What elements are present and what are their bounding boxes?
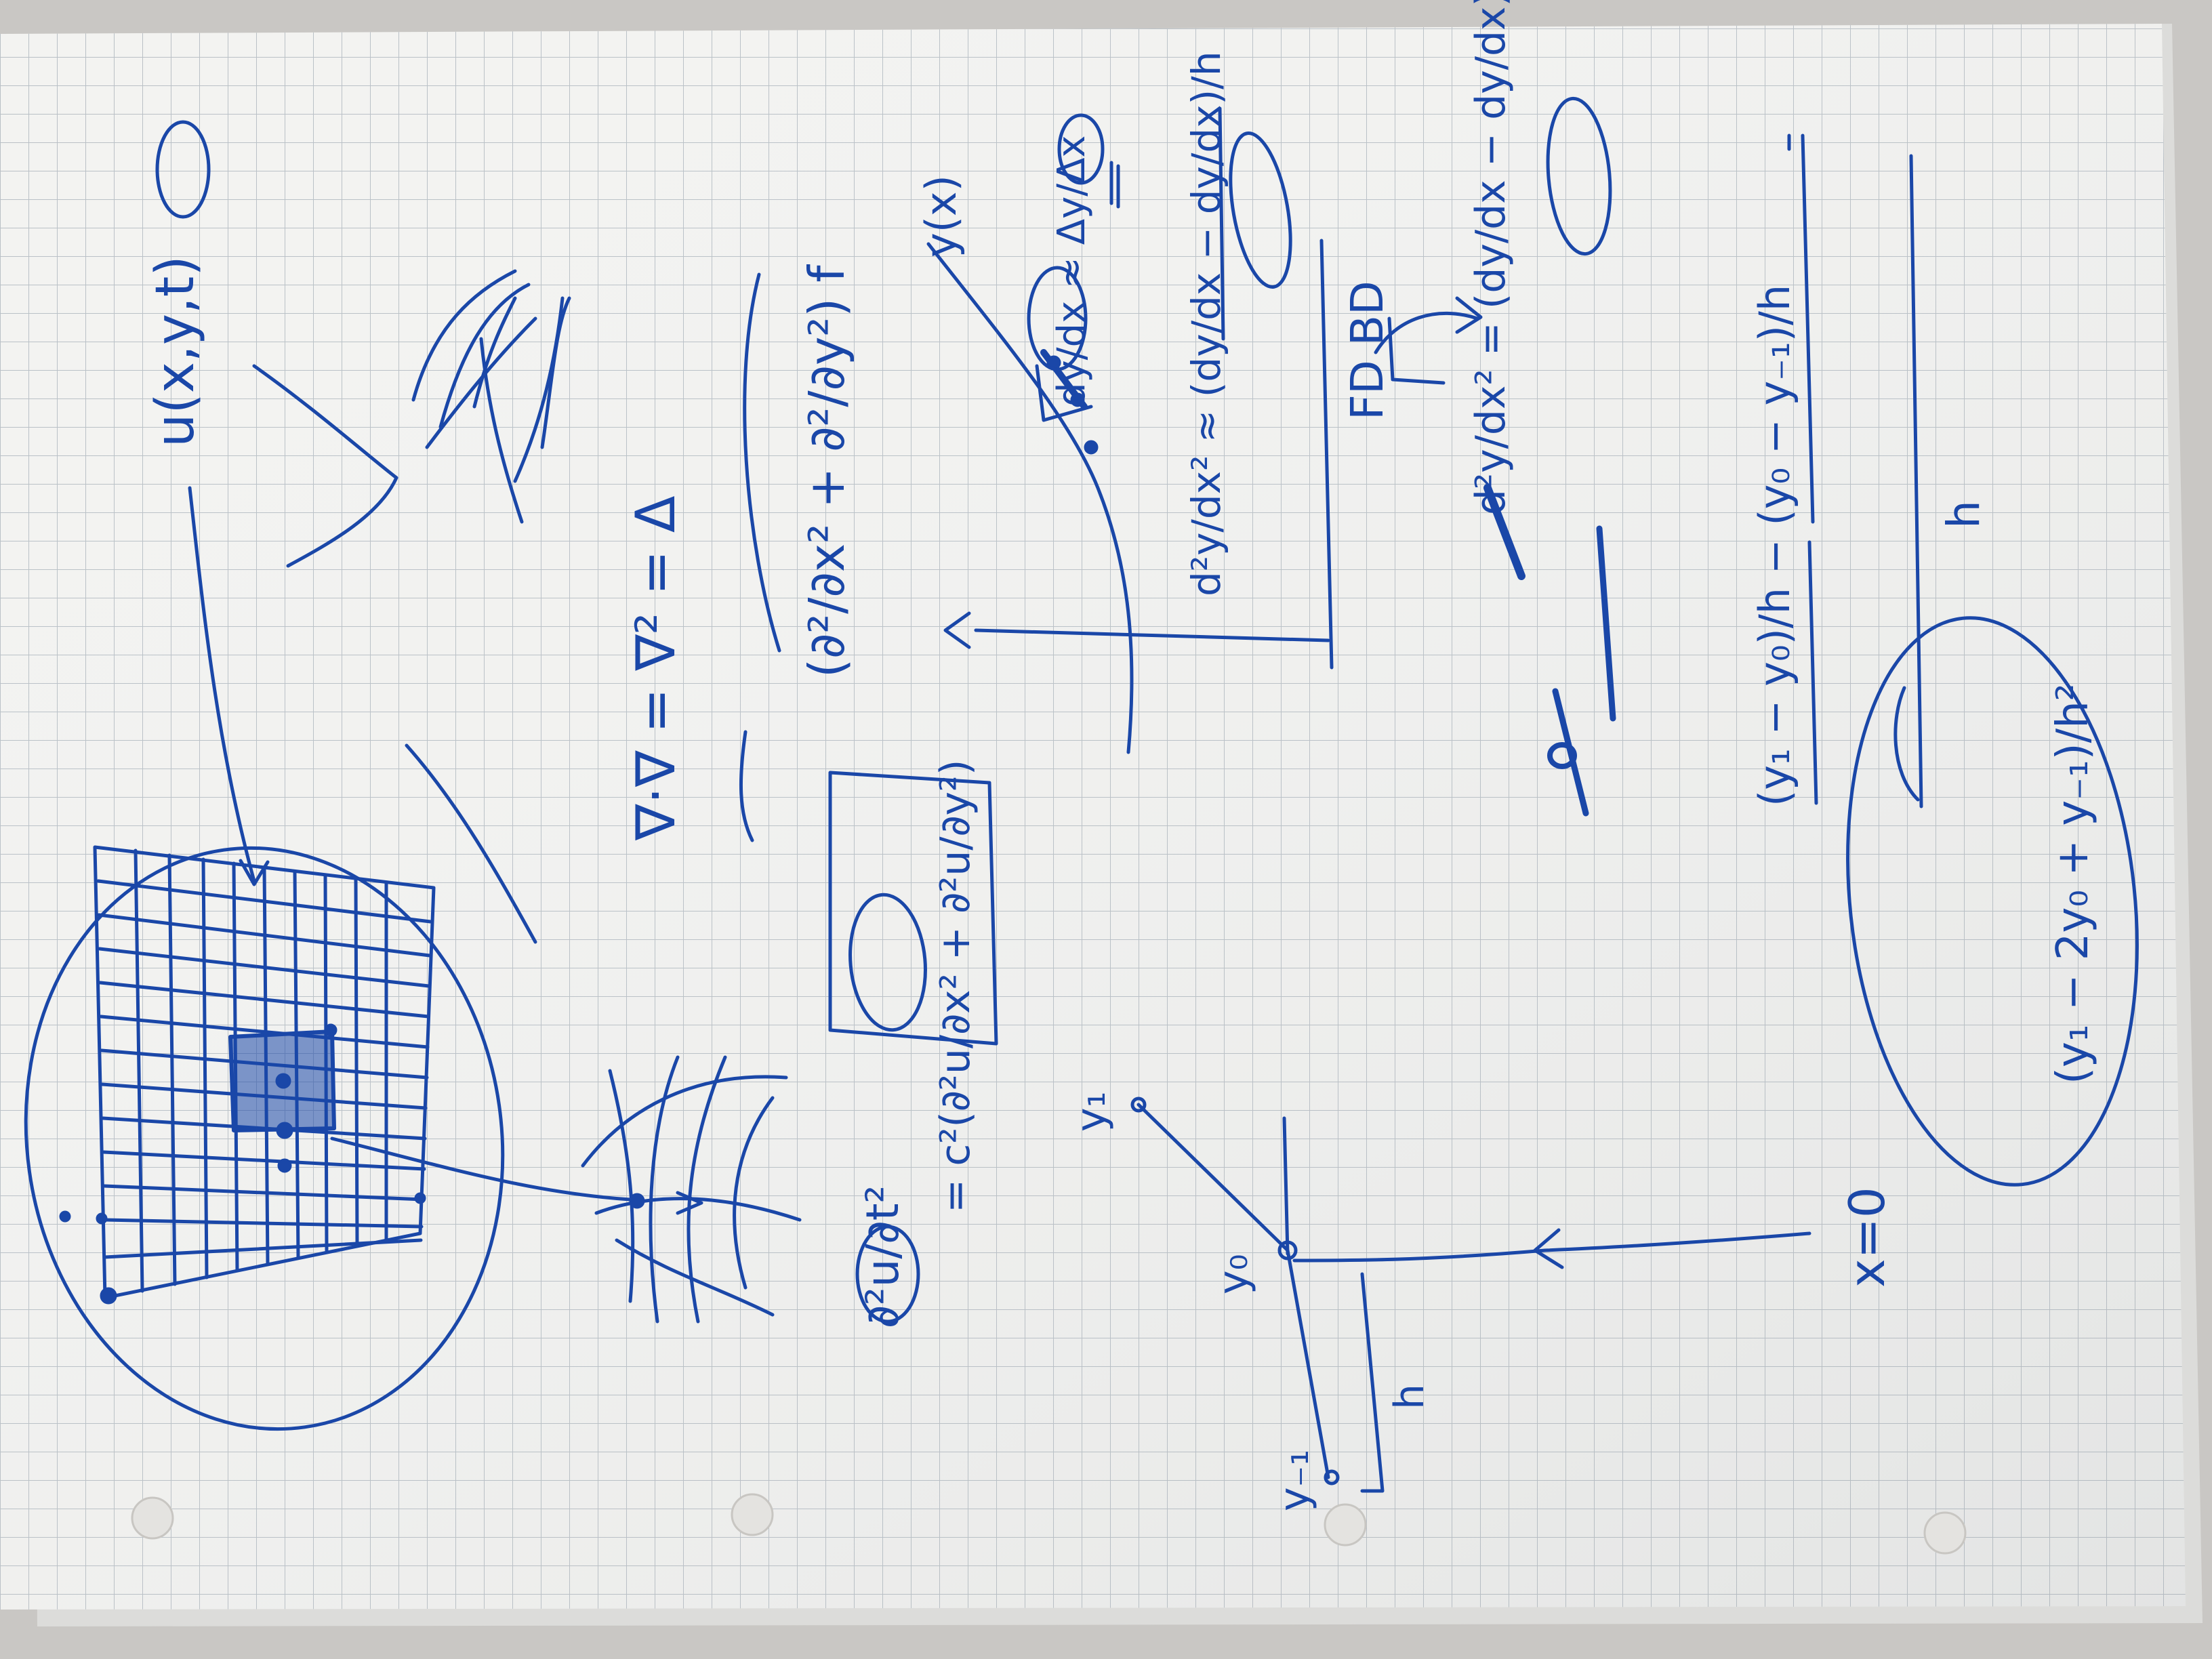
arrow-left-to-y (974, 628, 1330, 642)
curve-yx (926, 242, 1134, 754)
x-zero: x=0 (1839, 1187, 1896, 1288)
axis-line (1319, 239, 1334, 670)
second-deriv: d²y/dx² ≈ (dy/dx − dy/dx)/h (1183, 52, 1229, 596)
final-formula-ellipse (1846, 616, 2139, 1187)
step-h: h (1386, 1384, 1433, 1410)
fd-fraction: (y₁ − y₀)/h − (y₀ − y₋₁)/h (1750, 285, 1799, 806)
slope-approx: dy/dx ≈ Δy/Δx (1050, 135, 1094, 407)
over-h: h (1938, 500, 1990, 529)
domain-ellipse (24, 846, 505, 1431)
wave-eq: = c²(∂²u/∂x² + ∂²u/∂y²) (932, 760, 979, 1213)
punch-hole (1923, 1511, 1967, 1555)
laplace-op: (∂²/∂x² + ∂²/∂y²) f (798, 264, 855, 678)
punch-hole (131, 1496, 174, 1540)
stencil-ym1: y₋₁ (1271, 1450, 1318, 1511)
d2y-dx2: d²y/dx² = (dy/dx − dy/dx)/h (1467, 0, 1515, 515)
punch-holes (131, 1493, 1967, 1555)
fd-bd: FD BD (1341, 281, 1393, 420)
ink-sketches (24, 96, 2139, 1493)
punch-hole (731, 1493, 774, 1536)
v-curve (252, 364, 398, 568)
arrow-to-mesh (188, 486, 256, 883)
stencil-y1: y₁ (1067, 1091, 1115, 1132)
curve-label: y(x) (916, 175, 966, 258)
stencil-y0: y₀ (1210, 1254, 1257, 1294)
wave-lhs: ∂²u/∂t² (857, 1185, 909, 1328)
nabla-line: ∇·∇ = ∇² = Δ (624, 495, 687, 841)
func-label: u(x,y,t) (145, 255, 206, 447)
wave-curves (411, 269, 517, 402)
handwritten-notes: u(x,y,t) ∇·∇ = ∇² = Δ (∂²/∂x² + ∂²/∂y²) … (145, 0, 2098, 1511)
mesh-nodes (59, 1023, 426, 1305)
wavefront-arcs (581, 1055, 802, 1324)
arrow-to-wavefront (330, 1136, 632, 1202)
final-formula: (y₁ − 2y₀ + y₋₁)/h² (2048, 684, 2098, 1084)
punch-hole (1324, 1503, 1367, 1547)
